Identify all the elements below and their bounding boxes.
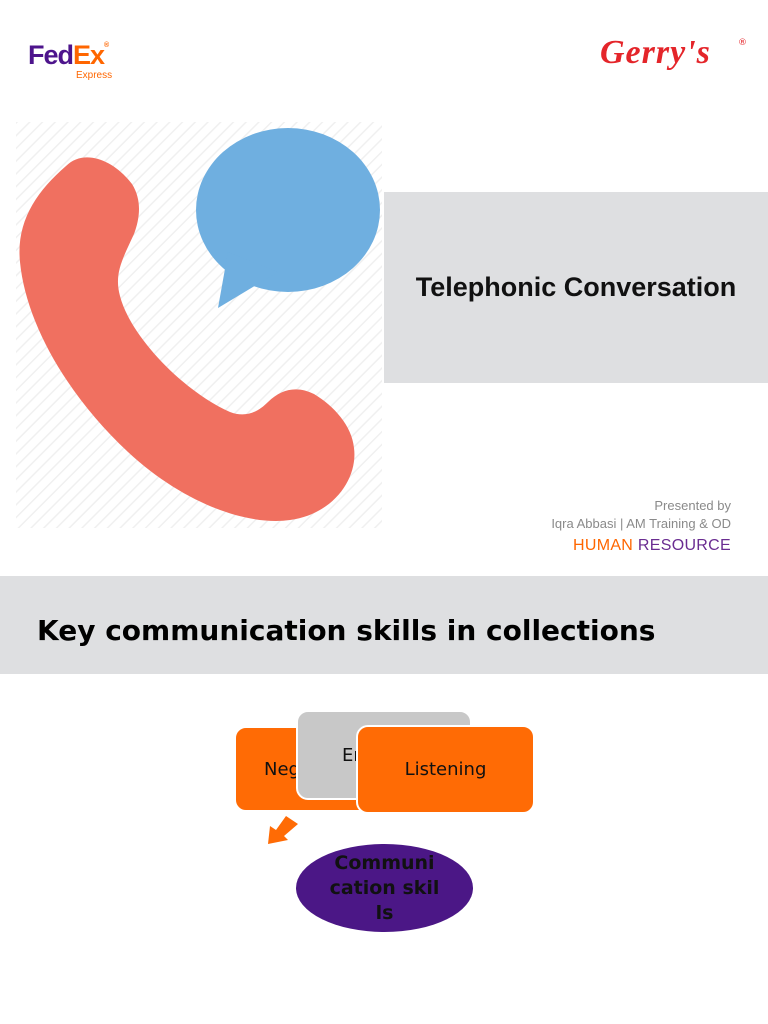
center-label: Communication skills xyxy=(329,851,440,924)
node-listening: Listening xyxy=(356,725,535,814)
down-left-arrow-icon xyxy=(268,816,298,844)
slide-title: Telephonic Conversation xyxy=(415,272,737,302)
telephone-illustration xyxy=(16,122,382,528)
skills-header: Key communication skills in collections xyxy=(0,576,768,674)
skills-slide: Key communication skills in collections … xyxy=(0,576,768,1024)
fedex-logo: FedEx® Express xyxy=(28,40,112,82)
center-ellipse: Communication skills xyxy=(296,844,473,932)
gerrys-registered-mark: ® xyxy=(738,38,747,48)
presented-by-label: Presented by xyxy=(654,498,731,513)
fedex-registered-mark: ® xyxy=(104,42,109,49)
speech-bubble-icon xyxy=(196,128,380,308)
fedex-logo-express: Express xyxy=(76,70,113,81)
gerrys-logo: Gerry's ® xyxy=(600,34,747,71)
department-resource: RESOURCE xyxy=(637,537,731,554)
skills-diagram: Negotiation Empathy Listening Communicat… xyxy=(0,576,768,1024)
fedex-logo-fed: Fed xyxy=(28,40,74,70)
department-human: HUMAN xyxy=(572,537,634,554)
title-slide: FedEx® Express Gerry's ® Telephonic Conv… xyxy=(16,34,768,559)
phone-handset-icon xyxy=(19,157,355,521)
presenter-block: Presented by Iqra Abbasi | AM Training &… xyxy=(551,497,731,559)
fedex-logo-ex: Ex xyxy=(73,40,105,70)
gerrys-logo-word: Gerry's xyxy=(600,34,711,71)
skills-title: Key communication skills in collections xyxy=(37,614,656,647)
title-panel: Telephonic Conversation xyxy=(384,192,768,383)
department: HUMAN RESOURCE xyxy=(551,533,731,559)
presenter-name: Iqra Abbasi | AM Training & OD xyxy=(551,516,731,531)
